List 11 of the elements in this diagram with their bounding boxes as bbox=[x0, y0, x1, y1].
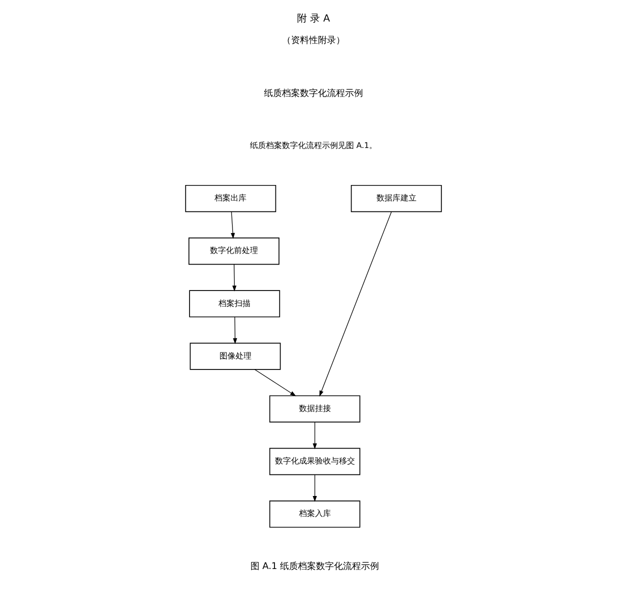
arrow bbox=[318, 212, 392, 397]
arrow bbox=[254, 369, 296, 396]
diagram-title: 附 录 A bbox=[296, 14, 330, 25]
label: 纸质档案数字化流程示例 bbox=[264, 88, 362, 99]
arrow bbox=[232, 264, 236, 292]
arrow bbox=[232, 316, 237, 344]
caption: 图 A.1 纸质档案数字化流程示例 bbox=[250, 561, 379, 572]
arrow bbox=[230, 212, 234, 239]
arrow bbox=[312, 422, 316, 450]
label: （资料性附录） bbox=[282, 35, 344, 46]
arrow bbox=[312, 474, 316, 502]
